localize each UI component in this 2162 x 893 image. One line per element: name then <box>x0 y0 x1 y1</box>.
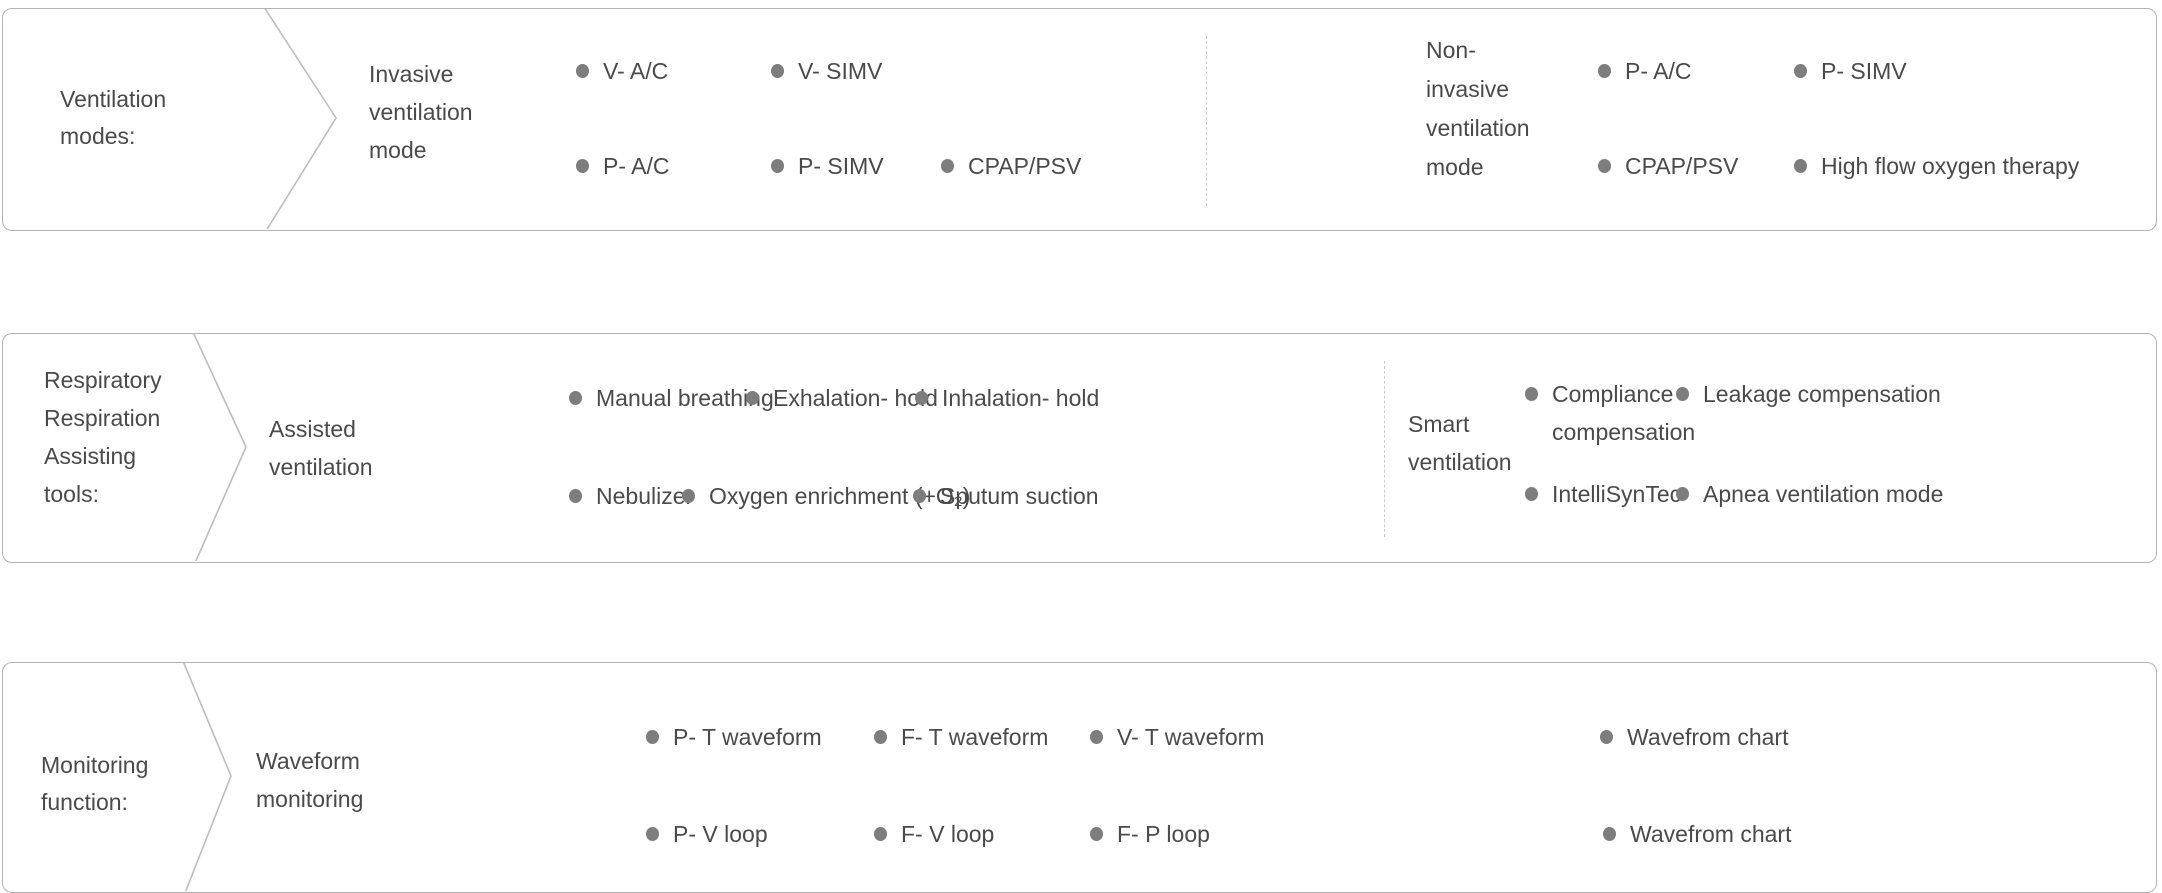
bullet-dot-icon <box>771 159 784 173</box>
bullet-label: P- A/C <box>603 153 670 179</box>
bullet-item: CPAP/PSV <box>941 147 1081 185</box>
bullet-dot-icon <box>874 827 887 841</box>
bullet-dot-icon <box>569 489 582 503</box>
bullet-dot-icon <box>1794 159 1807 173</box>
bullet-label: P- T waveform <box>673 724 822 750</box>
bullet-dot-icon <box>646 827 659 841</box>
bullet-item: Nebulizer <box>569 477 693 515</box>
bullet-label: V- SIMV <box>798 58 883 84</box>
row-box-ventilation-modes: Ventilation modes: Invasive ventilation … <box>2 8 2157 231</box>
bullet-label: CPAP/PSV <box>1625 153 1739 179</box>
bullet-label: F- T waveform <box>901 724 1049 750</box>
bullet-item: Compliance compensation <box>1525 375 1695 451</box>
bullet-item: CPAP/PSV <box>1598 147 1738 185</box>
bullet-dot-icon <box>1598 159 1611 173</box>
bullet-label: P- A/C <box>1625 58 1692 84</box>
bullet-item: F- T waveform <box>874 718 1048 756</box>
bullet-dot-icon <box>1598 64 1611 78</box>
group-title-non-invasive: Non- invasive ventilation mode <box>1426 37 1530 180</box>
bullet-dot-icon <box>682 489 695 503</box>
bullet-item: F- V loop <box>874 815 994 853</box>
bullet-dot-icon <box>1794 64 1807 78</box>
group-title-invasive: Invasive ventilation mode <box>369 61 473 163</box>
bullet-label: P- SIMV <box>1821 58 1907 84</box>
bullet-label: High flow oxygen therapy <box>1821 153 2080 179</box>
bullet-label: Manual breathing <box>596 385 774 411</box>
bullet-item: Oxygen enrichment (+O₂) <box>682 477 970 515</box>
bullet-dot-icon <box>941 159 954 173</box>
bullet-label: Exhalation- hold <box>773 385 938 411</box>
bullet-label: CPAP/PSV <box>968 153 1082 179</box>
bullet-dot-icon <box>576 64 589 78</box>
bullet-label: IntelliSynTec <box>1552 481 1682 507</box>
bullet-label: Nebulizer <box>596 483 694 509</box>
bullet-dot-icon <box>1525 487 1538 501</box>
bullet-dot-icon <box>569 391 582 405</box>
bullet-dot-icon <box>874 730 887 744</box>
bullet-item: P- T waveform <box>646 718 822 756</box>
bullet-item: P- SIMV <box>1794 52 1907 90</box>
bullet-label: P- V loop <box>673 821 768 847</box>
bullet-dot-icon <box>915 391 928 405</box>
bullet-item: P- A/C <box>576 147 669 185</box>
bullet-item: IntelliSynTec <box>1525 475 1681 513</box>
bullet-item: P- V loop <box>646 815 768 853</box>
bullet-item: Exhalation- hold <box>746 379 938 417</box>
bullet-label: V- T waveform <box>1117 724 1265 750</box>
bullet-dot-icon <box>771 64 784 78</box>
bullet-dot-icon <box>913 489 926 503</box>
bullet-item: Inhalation- hold <box>915 379 1099 417</box>
bullet-item: Leakage compensation <box>1676 375 1941 413</box>
bullet-label: F- V loop <box>901 821 995 847</box>
bullet-item: Sputum suction <box>913 477 1099 515</box>
bullet-item: P- A/C <box>1598 52 1691 90</box>
bullet-label: Apnea ventilation mode <box>1703 481 1944 507</box>
row-label-ventilation-modes: Ventilation modes: <box>60 86 167 149</box>
group-title-waveform-monitoring: Waveform monitoring <box>256 748 364 812</box>
bullet-label: Sputum suction <box>940 483 1099 509</box>
bullet-dot-icon <box>1676 487 1689 501</box>
bullet-dot-icon <box>1603 827 1616 841</box>
bullet-label: P- SIMV <box>798 153 884 179</box>
bullet-item: P- SIMV <box>771 147 884 185</box>
bullet-dot-icon <box>1090 827 1103 841</box>
bullet-item: V- SIMV <box>771 52 882 90</box>
bullet-item: V- T waveform <box>1090 718 1264 756</box>
bullet-dot-icon <box>646 730 659 744</box>
bullet-item: High flow oxygen therapy <box>1794 147 2079 185</box>
group-title-smart-ventilation: Smart ventilation <box>1408 411 1512 475</box>
bullet-dot-icon <box>1600 730 1613 744</box>
bullet-item: Apnea ventilation mode <box>1676 475 1943 513</box>
row-box-respiration-assisting-tools: Respiratory Respiration Assisting tools:… <box>2 333 2157 563</box>
bullet-label: Leakage compensation <box>1703 381 1941 407</box>
bullet-item: F- P loop <box>1090 815 1210 853</box>
dashed-divider <box>1206 36 1207 206</box>
dashed-divider <box>1384 361 1385 537</box>
group-title-assisted-ventilation: Assisted ventilation <box>269 416 373 480</box>
bullet-dot-icon <box>1676 387 1689 401</box>
bullet-dot-icon <box>576 159 589 173</box>
bullet-label: Oxygen enrichment (+O₂) <box>709 483 971 509</box>
bullet-dot-icon <box>746 391 759 405</box>
bullet-item: Wavefrom chart <box>1600 718 1788 756</box>
row-box-monitoring-function: Monitoring function: Waveform monitoring… <box>2 662 2157 893</box>
bullet-item: Manual breathing <box>569 379 774 417</box>
bullet-label: Wavefrom chart <box>1630 821 1792 847</box>
bullet-label: V- A/C <box>603 58 669 84</box>
bullet-label: Wavefrom chart <box>1627 724 1789 750</box>
bullet-dot-icon <box>1090 730 1103 744</box>
bullet-item: V- A/C <box>576 52 668 90</box>
bullet-label: Compliance compensation <box>1552 381 1696 445</box>
row-label-monitoring-function: Monitoring function: <box>41 752 149 815</box>
bullet-label: Inhalation- hold <box>942 385 1100 411</box>
row-label-respiration-assisting-tools: Respiratory Respiration Assisting tools: <box>44 367 162 507</box>
bullet-dot-icon <box>1525 387 1538 401</box>
bullet-label: F- P loop <box>1117 821 1210 847</box>
bullet-item: Wavefrom chart <box>1603 815 1791 853</box>
